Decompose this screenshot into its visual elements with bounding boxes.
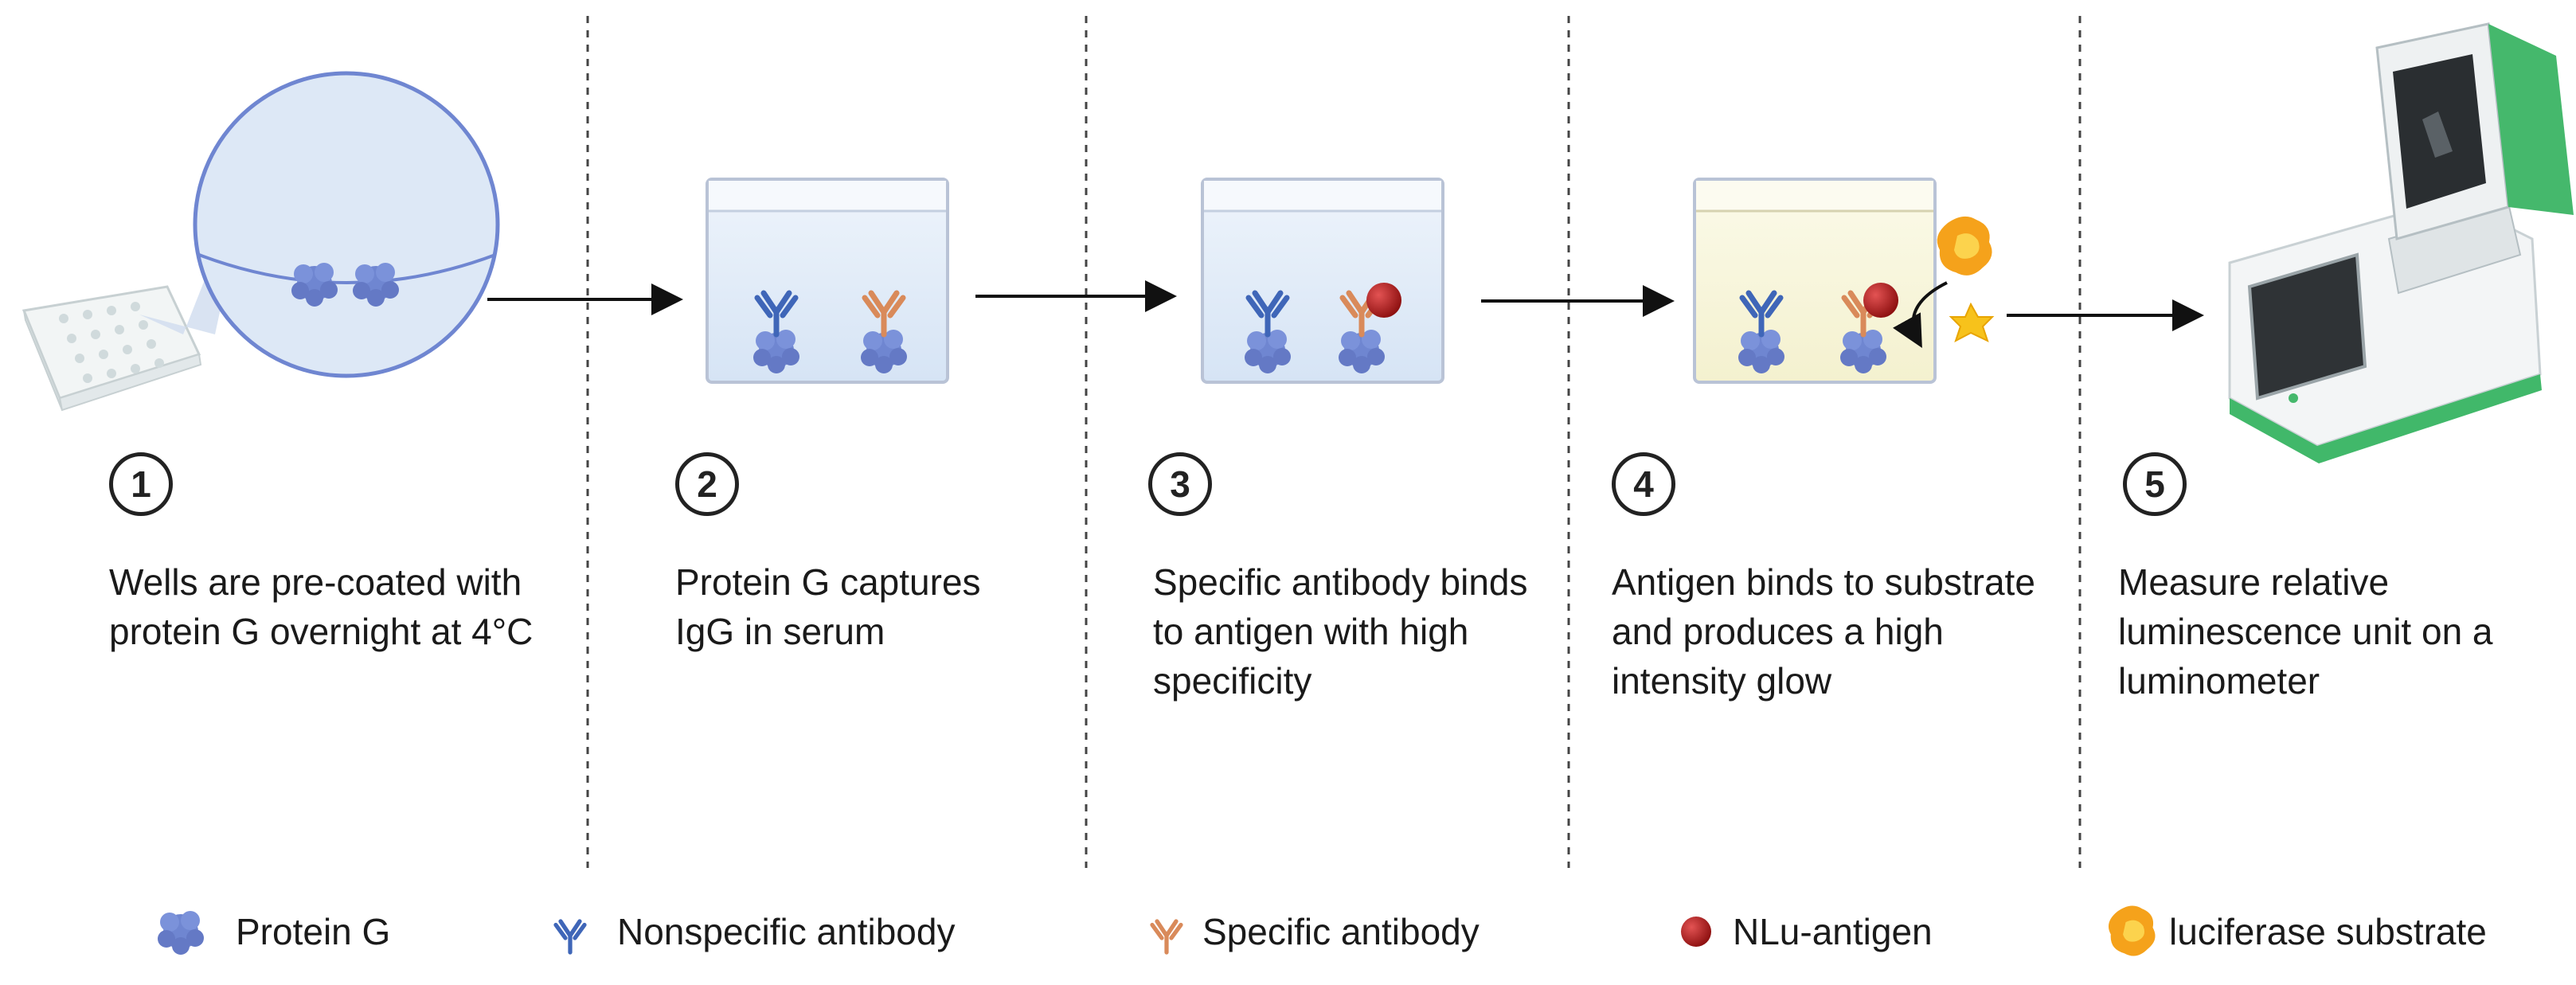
magnifier-circle: [193, 71, 500, 378]
luciferase-substrate-icon: [2108, 905, 2156, 956]
step-5-text: Measure relative luminescence unit on a …: [2118, 561, 2493, 702]
step-4-text: Antigen binds to substrate and produces …: [1612, 561, 2035, 702]
step-2-text: Protein G captures IgG in serum: [675, 561, 981, 652]
step-4-badge: 4: [1612, 452, 1675, 516]
step-2-well: [706, 178, 949, 384]
legend-label-nonspecific-antibody: Nonspecific antibody: [617, 911, 956, 952]
legend-label-protein-g: Protein G: [236, 911, 391, 952]
protein-g-icon: [158, 911, 204, 955]
step-1-illustration: [21, 71, 500, 412]
step-3-well: [1201, 178, 1444, 384]
process-arrows: [487, 280, 2204, 331]
legend-label-specific-antibody: Specific antibody: [1202, 911, 1480, 952]
nlu-antigen-icon: [1681, 917, 1711, 947]
step-5-badge: 5: [2123, 452, 2187, 516]
legend-label-luciferase-substrate: luciferase substrate: [2169, 911, 2487, 952]
step-4-well: [1693, 178, 1995, 384]
step-2-badge: 2: [675, 452, 739, 516]
step-1-badge: 1: [109, 452, 173, 516]
nonspecific-antibody-icon: [556, 921, 584, 952]
specific-antibody-icon: [1152, 921, 1181, 952]
step-1-text: Wells are pre-coated with protein G over…: [109, 561, 534, 652]
glow-star: [1949, 302, 1995, 343]
step-3-badge: 3: [1148, 452, 1212, 516]
legend-label-nlu-antigen: NLu-antigen: [1733, 911, 1933, 952]
luminometer-instrument: [2228, 22, 2574, 463]
step-3-text: Specific antibody binds to antigen with …: [1153, 561, 1528, 702]
